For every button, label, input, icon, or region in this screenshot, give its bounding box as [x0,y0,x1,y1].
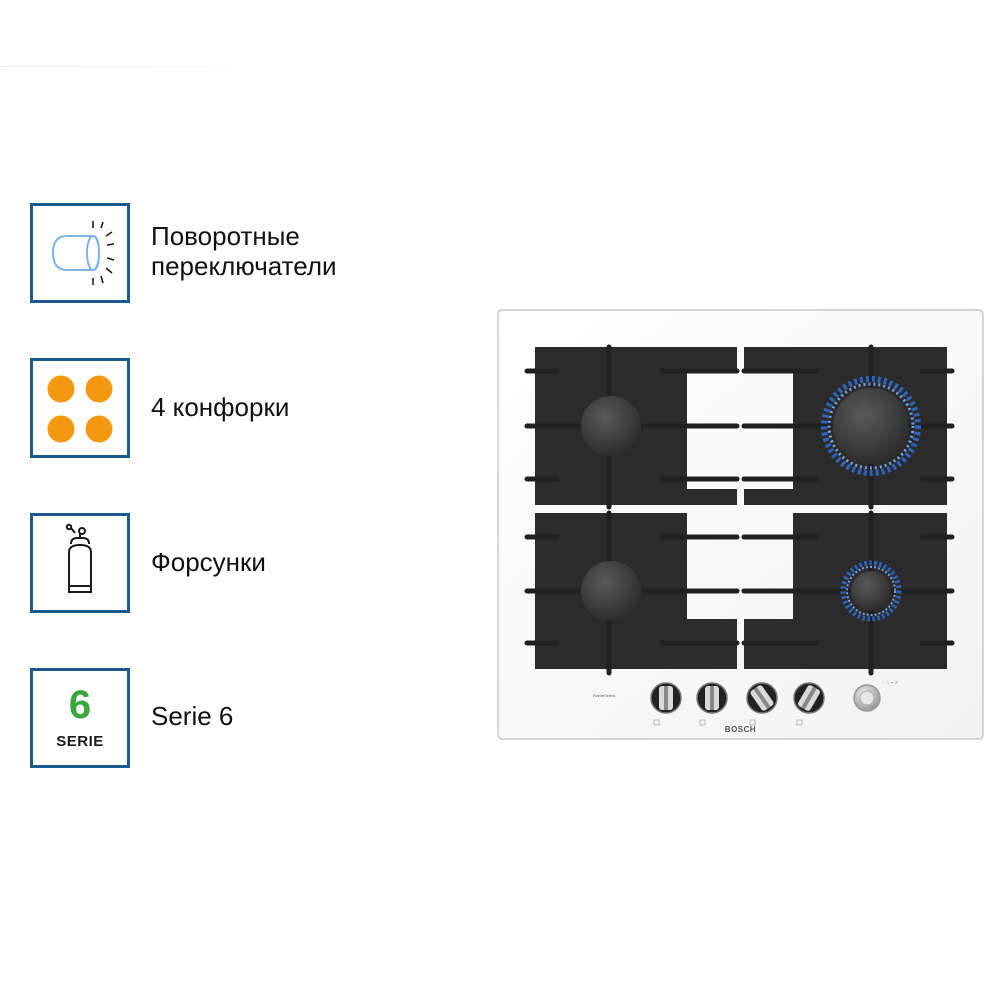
gas-nozzle-feature-box [30,513,130,613]
knob-4 [793,682,825,714]
hob-illustration: ◌ ⌂ ⌁ ≡ [497,309,984,740]
burner-top-right [821,376,921,476]
rotary-knob-label-line1: Поворотные [151,221,300,251]
rotary-knob-icon [51,221,115,285]
serie-label: Serie 6 [151,701,234,731]
flameselect-label: FlameSelect [593,693,616,698]
serie-badge-number: 6 [68,683,92,727]
burner-bottom-right [840,560,902,622]
gas-nozzle-label: Форсунки [151,547,266,577]
timer-knob [853,684,881,712]
four-burners-icon [47,375,113,443]
burner-bottom-left [581,561,641,621]
four-burners-feature-box [30,358,130,458]
knob-2 [696,682,728,714]
brand-logo: BOSCH [724,725,757,734]
control-knobs [650,682,881,714]
four-burners-label: 4 конфорки [151,392,290,422]
knob-1 [650,682,682,714]
svg-text:◌ ⌂ ⌁ ≡: ◌ ⌂ ⌁ ≡ [882,680,898,686]
hob-markings: ◌ ⌂ ⌁ ≡ [653,680,898,726]
rotary-knob-label-line2: переключатели [151,251,337,281]
serie-badge-feature-box: 6 SERIE [30,668,130,768]
rotary-knob-label: Поворотные переключатели [151,221,337,281]
burner-top-left [581,396,641,456]
knob-3 [746,682,778,714]
gas-hob-image: ◌ ⌂ ⌁ ≡ FlameSelect BOSCH [497,309,984,740]
rotary-knob-feature-box [30,203,130,303]
top-divider-line [0,66,230,67]
gas-cylinder-icon [65,523,92,593]
serie-badge-word: SERIE [56,733,104,750]
